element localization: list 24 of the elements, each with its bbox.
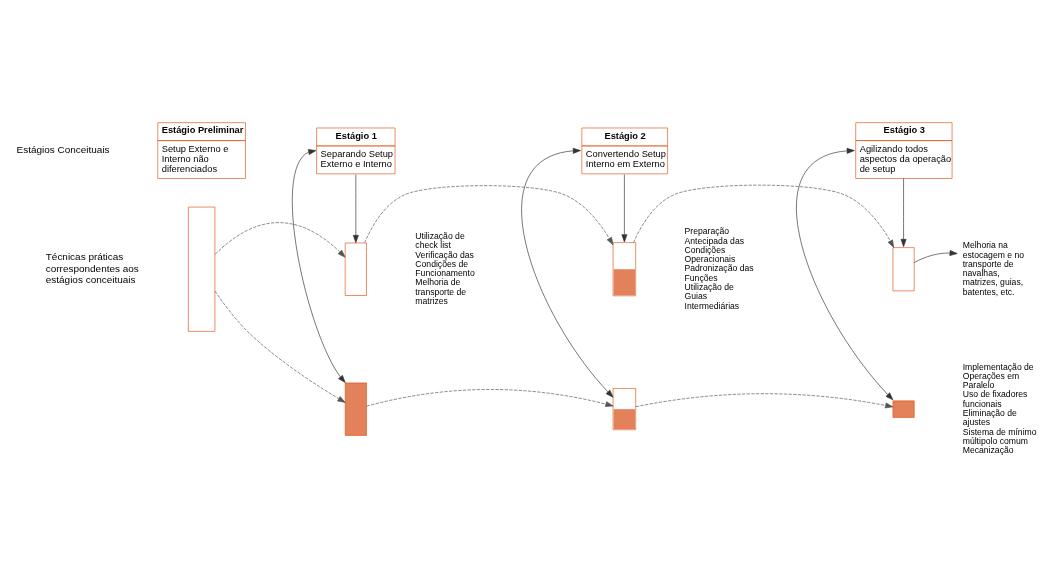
- arrow: [796, 147, 894, 401]
- arrow: [635, 393, 894, 409]
- arrow: [214, 222, 346, 258]
- arrow: [633, 184, 895, 248]
- arrow: [214, 290, 346, 403]
- node-text: Utilização de check list Verificação das Condições de Funcionamento Melhoria de transporte de matrizes: [415, 230, 475, 307]
- arrow: [521, 147, 614, 398]
- node-bar: [344, 242, 367, 296]
- node-bar: [892, 400, 915, 418]
- node-text: Implementação de Operações em Paralelo Uso de fixadores funcionais Eliminação de ajustes Sistema de mínimo múltipolo comum Mecanização: [962, 361, 1037, 456]
- node-text: Preparação Antecipada das Condições Operacionais Padronização das Funções Utilização de Guias Intermediárias: [684, 226, 754, 311]
- arrow: [900, 178, 907, 247]
- arrow: [364, 185, 614, 246]
- arrow: [292, 149, 346, 383]
- arrow: [621, 174, 628, 243]
- node-text: Melhoria na estocagem e no transporte de navalhas, matrizes, guias, batentes, etc.: [962, 240, 1025, 297]
- arrow: [352, 174, 359, 243]
- arrow: [366, 389, 614, 407]
- label: Técnicas práticas correspondentes aos estágios conceituais: [45, 251, 139, 285]
- node-bar: [892, 247, 915, 292]
- label: Estágios Conceituais: [16, 143, 110, 155]
- node-bar: [188, 206, 216, 332]
- node-bar: [344, 382, 367, 436]
- arrow: [913, 250, 958, 263]
